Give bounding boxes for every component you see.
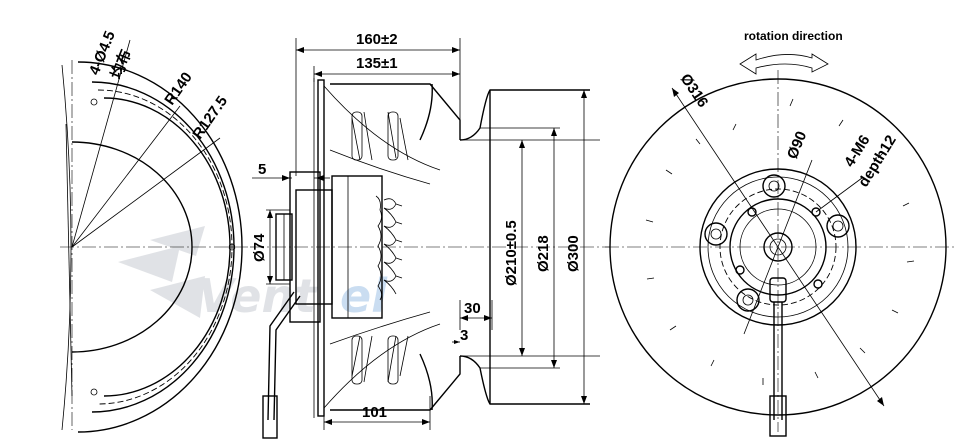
impeller-bottom-blades	[323, 311, 461, 411]
motor-cable	[262, 291, 301, 439]
left-arc-2	[91, 81, 235, 413]
motor-face-inner	[739, 208, 817, 286]
dim-flange-thickness: 5	[258, 161, 266, 178]
watermark-text-vent: Vent	[198, 269, 318, 323]
left-vertical-dim	[65, 123, 73, 397]
shaft	[769, 238, 787, 256]
motor-body	[331, 175, 383, 319]
impeller-top-blades	[323, 83, 461, 185]
left-arc-3	[103, 97, 231, 397]
side-view: 160±2 135±1 5 Ø74 Ø210±0.5 Ø218 Ø300	[250, 31, 610, 439]
blade-slots	[645, 98, 915, 385]
dim-inlet-depth: 30	[464, 300, 481, 317]
front-cable	[769, 277, 787, 437]
left-inner-arc	[71, 141, 193, 353]
motor-rear-housing	[289, 171, 321, 323]
flange-plate	[317, 79, 325, 417]
stator-coils	[375, 195, 403, 301]
radius-r140-label: R140	[161, 69, 195, 108]
dim-outer-diameter: Ø316	[677, 71, 712, 111]
dim-bolt-circle: Ø90	[784, 129, 810, 162]
dim-inlet-ring-diameter: Ø218	[535, 235, 552, 272]
inlet-ring	[459, 89, 600, 405]
dim-hub-diameter: Ø74	[251, 233, 268, 262]
left-hole-circle-arc	[97, 89, 233, 405]
front-view: rotation direction	[605, 29, 955, 437]
dim-ring-outer-diameter: Ø300	[565, 235, 582, 272]
dim-lip-thickness: 3	[460, 327, 468, 344]
dim-inlet-diameter: Ø210±0.5	[503, 220, 520, 286]
hole-callout-leader	[71, 39, 131, 248]
mount-hole-bottom	[90, 388, 98, 396]
left-outer-arc	[77, 61, 243, 433]
left-view: 4-Ø4.5 均布 R140 R127.5	[60, 29, 248, 433]
dim-motor-length: 101	[362, 404, 387, 421]
dim-overall-length: 160±2	[356, 31, 398, 48]
rotation-arrow-icon	[739, 53, 829, 75]
motor-face-ring	[729, 198, 827, 296]
cable-end	[262, 395, 278, 439]
impeller-outer-disc	[609, 78, 947, 416]
rotation-direction-label: rotation direction	[744, 29, 843, 43]
mount-hole-top	[90, 98, 98, 106]
r127-leader	[71, 137, 221, 248]
hub-outer-ring	[699, 168, 857, 326]
dim-90-leader	[743, 159, 813, 335]
r140-leader	[71, 105, 181, 248]
mount-hole-right	[228, 243, 236, 251]
shaft-hub	[763, 232, 793, 262]
left-edge-curve	[61, 64, 72, 431]
mounting-lugs	[704, 174, 850, 312]
hub-ring-2	[707, 176, 849, 318]
dim-impeller-length: 135±1	[356, 55, 398, 72]
thread-callout-leader	[815, 177, 863, 213]
